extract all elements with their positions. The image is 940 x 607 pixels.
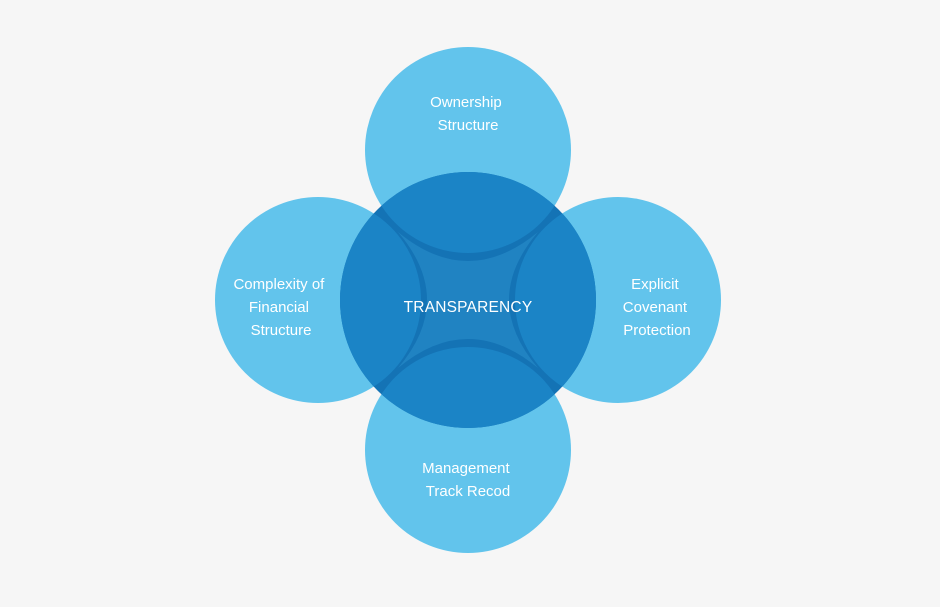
complexity-line-1: Complexity of bbox=[233, 276, 325, 293]
overlap-web bbox=[398, 232, 538, 368]
ownership-structure-label: Ownership Structure bbox=[430, 94, 506, 134]
management-line-2: Track Recod bbox=[426, 483, 510, 500]
ownership-structure-line-1: Ownership bbox=[430, 94, 502, 111]
management-track-record-label: Management Track Recod bbox=[422, 460, 514, 500]
explicit-line-3: Protection bbox=[623, 322, 691, 339]
complexity-line-2: Financial bbox=[249, 299, 309, 316]
explicit-line-2: Covenant bbox=[623, 299, 688, 316]
overlap-right bbox=[515, 197, 596, 403]
overlap-bottom bbox=[365, 347, 571, 428]
complexity-line-3: Structure bbox=[251, 322, 312, 339]
explicit-line-1: Explicit bbox=[631, 276, 679, 293]
overlap-top bbox=[365, 172, 571, 253]
overlap-left bbox=[340, 197, 421, 403]
transparency-center-label: TRANSPARENCY bbox=[404, 299, 533, 316]
overlap-regions bbox=[340, 172, 596, 428]
explicit-covenant-protection-label: Explicit Covenant Protection bbox=[623, 276, 691, 339]
ownership-structure-line-2: Structure bbox=[438, 117, 499, 134]
management-line-1: Management bbox=[422, 460, 510, 477]
complexity-financial-structure-label: Complexity of Financial Structure bbox=[233, 276, 328, 339]
